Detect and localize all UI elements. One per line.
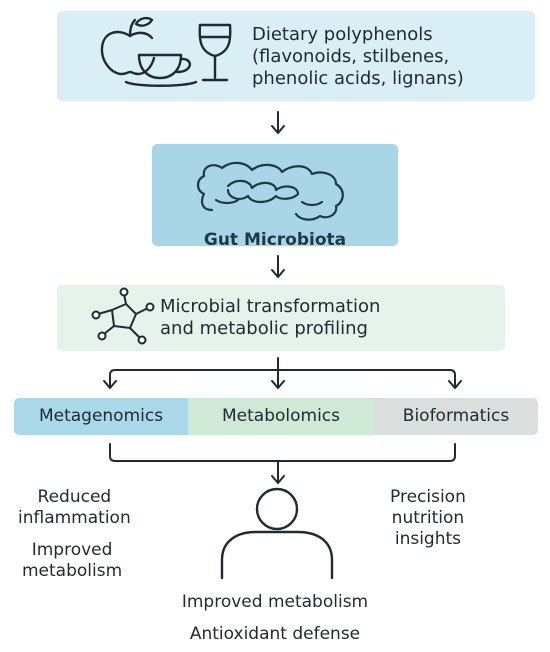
outcome-left-2-line-2: metabolism [22, 561, 123, 581]
transformation-text: Microbial transformation and metabolic p… [160, 296, 380, 340]
outcome-right-line-2: nutrition [391, 508, 465, 528]
microbiota-box [152, 144, 398, 246]
microbiota-label: Gut Microbiota [203, 230, 347, 250]
bioformatics-box: Bioformatics [374, 398, 538, 435]
merge-arrow [109, 443, 456, 484]
outcome-improved-metabolism-left: Improved metabolism [22, 540, 122, 582]
polyphenols-line-3: phenolic acids, lignans) [252, 68, 464, 89]
outcome-right-line-3: insights [394, 529, 462, 549]
outcome-precision-nutrition: Precision nutrition insights [390, 487, 466, 550]
outcome-antioxidant-defense: Antioxidant defense [189, 624, 361, 644]
outcome-left-2-line-1: Improved [31, 540, 113, 560]
branch-arrows [103, 357, 462, 389]
polyphenols-line-1: Dietary polyphenols [252, 24, 433, 45]
metagenomics-box: Metagenomics [14, 398, 188, 435]
outcome-left-1-line-2: inflammation [18, 508, 131, 528]
arrow-down-1 [271, 111, 285, 134]
polyphenols-text: Dietary polyphenols (flavonoids, stilben… [252, 24, 464, 90]
outcome-left-1-line-1: Reduced [37, 487, 112, 507]
polyphenols-line-2: (flavonoids, stilbenes, [252, 46, 450, 67]
outcome-reduced-inflammation: Reduced inflammation [18, 487, 131, 529]
intestine-icon [196, 161, 344, 221]
arrow-down-2 [271, 255, 285, 278]
outcome-right-line-1: Precision [390, 487, 466, 507]
transformation-line-2: and metabolic profiling [160, 318, 368, 339]
metabolomics-box: Metabolomics [188, 398, 374, 435]
transformation-line-1: Microbial transformation [160, 296, 381, 317]
outcome-improved-metabolism: Improved metabolism [181, 592, 369, 612]
